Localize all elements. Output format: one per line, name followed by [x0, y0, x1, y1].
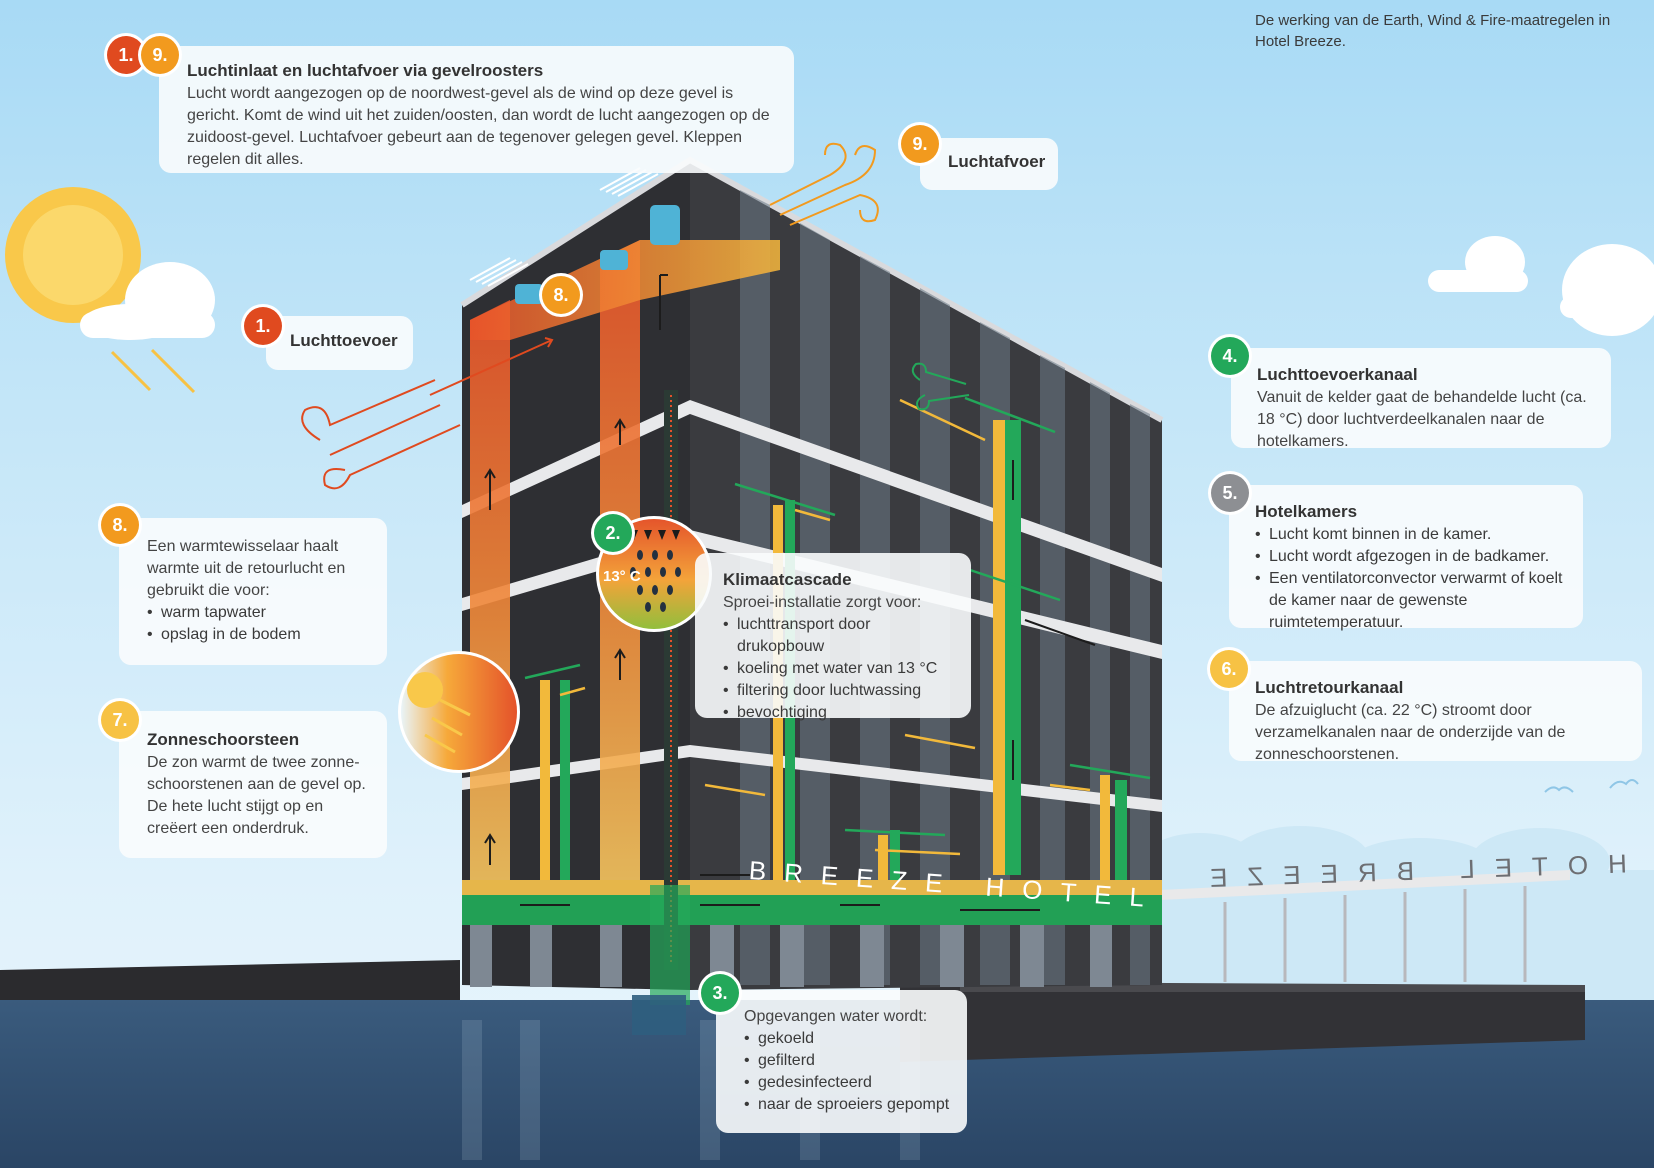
badge-7: 7. [101, 701, 139, 739]
ground-pillars [470, 925, 1112, 987]
wind-gust-icon [301, 337, 554, 490]
quay-edge [0, 960, 460, 1010]
callout-title: Luchtafvoer [948, 152, 1046, 171]
callout-zonneschoorsteen: Zonneschoorsteen De zon warmt de twee zo… [119, 711, 387, 858]
list-item: filtering door luchtwassing [723, 680, 955, 702]
callout-body: Vanuit de kelder gaat de behandelde luch… [1257, 389, 1587, 450]
badge-6: 6. [1210, 650, 1248, 688]
callout-luchtinlaat: Luchtinlaat en luchtafvoer via gevelroos… [159, 46, 794, 173]
callout-title: Luchttoevoerkanaal [1257, 365, 1418, 384]
badge-1: 1. [244, 307, 282, 345]
callout-list: luchttransport door drukopbouw koeling m… [723, 614, 955, 724]
callout-list: Lucht komt binnen in de kamer. Lucht wor… [1255, 524, 1567, 634]
callout-klimaatcascade: Klimaatcascade Sproei-installatie zorgt … [695, 553, 971, 724]
callout-title: Hotelkamers [1255, 502, 1358, 521]
wind-gust-icon [911, 362, 970, 411]
infographic-caption: De werking van de Earth, Wind & Fire-maa… [1255, 12, 1611, 50]
badge-1: 1. [107, 36, 145, 74]
list-item: gefilterd [744, 1050, 951, 1072]
list-item: Lucht komt binnen in de kamer. [1255, 524, 1567, 546]
callout-body: Sproei-installatie zorgt voor: [723, 594, 922, 611]
platform [900, 985, 1585, 1062]
callout-warmtewisselaar: Een warmtewisselaar haalt warmte uit de … [119, 518, 387, 665]
callout-luchtafvoer: Luchtafvoer [920, 138, 1058, 190]
supply-shaft [650, 885, 690, 1005]
callout-body: Opgevangen water wordt: [744, 1008, 928, 1025]
solar-heating-icon [398, 651, 520, 773]
callout-hotelkamers: Hotelkamers Lucht komt binnen in de kame… [1229, 485, 1583, 631]
callout-luchtretourkanaal: Luchtretourkanaal De afzuiglucht (ca. 22… [1229, 661, 1642, 763]
callout-title: Luchtretourkanaal [1255, 678, 1404, 697]
list-item: opslag in de bodem [147, 624, 371, 646]
roof-grille [469, 167, 659, 287]
callout-title: Zonneschoorsteen [147, 730, 300, 749]
callout-list: gekoeld gefilterd gedesinfecteerd naar d… [744, 1028, 951, 1116]
badge-9: 9. [901, 125, 939, 163]
cloud-icon [1428, 236, 1654, 336]
badge-3: 3. [701, 974, 739, 1012]
list-item: Een ventilatorconvector verwarmt of koel… [1255, 568, 1567, 634]
callout-title: Luchttoevoer [290, 331, 398, 350]
callout-luchttoevoerkanaal: Luchttoevoerkanaal Vanuit de kelder gaat… [1231, 348, 1611, 450]
list-item: naar de sproeiers gepompt [744, 1094, 951, 1116]
tree-silhouette [1120, 826, 1654, 1000]
badge-4: 4. [1211, 337, 1249, 375]
badge-5: 5. [1211, 474, 1249, 512]
cascade-temperature: 13° C [603, 568, 641, 585]
callout-list: warm tapwater opslag in de bodem [147, 602, 371, 646]
badge-2: 2. [594, 514, 632, 552]
callout-title: Klimaatcascade [723, 570, 852, 589]
callout-title: Luchtinlaat en luchtafvoer via gevelroos… [187, 61, 544, 80]
list-item: gedesinfecteerd [744, 1072, 951, 1094]
badge-8: 8. [542, 276, 580, 314]
roof-heat-exchanger [470, 240, 780, 340]
callout-body: Een warmtewisselaar haalt warmte uit de … [147, 538, 346, 599]
list-item: gekoeld [744, 1028, 951, 1050]
list-item: koeling met water van 13 °C [723, 658, 955, 680]
roof-ducts [515, 205, 680, 304]
list-item: bevochtiging [723, 702, 955, 724]
callout-body: Lucht wordt aangezogen op de noordwest-g… [187, 85, 770, 168]
sun-icon [5, 187, 141, 323]
callout-body: De afzuiglucht (ca. 22 °C) stroomt door … [1255, 702, 1566, 763]
callout-luchttoevoer: Luchttoevoer [266, 316, 413, 370]
callout-opgevangen-water: Opgevangen water wordt: gekoeld gefilter… [716, 990, 967, 1133]
cloud-icon [80, 262, 215, 340]
list-item: Lucht wordt afgezogen in de badkamer. [1255, 546, 1567, 568]
airflow-arrows [484, 274, 1096, 911]
badge-9: 9. [141, 36, 179, 74]
canopy [1160, 870, 1570, 982]
badge-8: 8. [101, 506, 139, 544]
list-item: warm tapwater [147, 602, 371, 624]
list-item: luchttransport door drukopbouw [723, 614, 955, 658]
sun-rays [110, 348, 196, 394]
callout-body: De zon warmt de twee zonne-schoorstenen … [147, 754, 366, 837]
wind-outlet-icon [769, 142, 879, 226]
water-basin [632, 995, 686, 1035]
bird-icon [1544, 779, 1639, 793]
